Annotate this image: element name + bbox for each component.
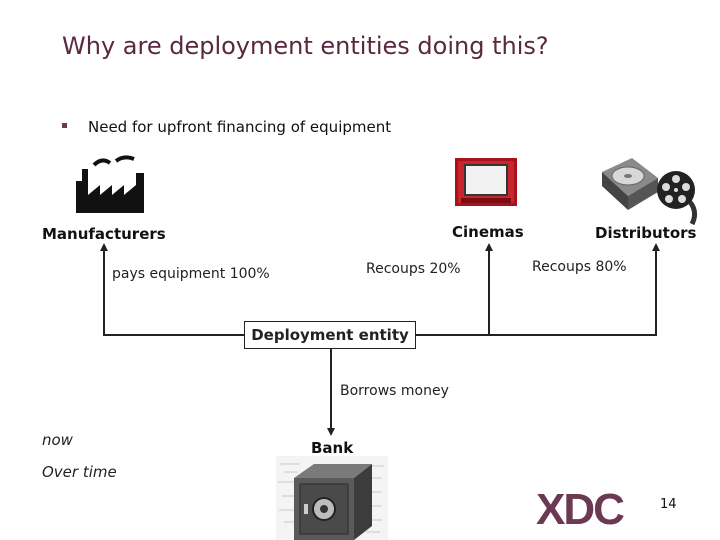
borrows-label: Borrows money [340, 383, 449, 399]
xdc-logo: XDC [536, 486, 626, 528]
distributors-connector-vertical [655, 250, 657, 336]
distributors-connector-horizontal [489, 334, 657, 336]
bullet-marker [62, 123, 67, 128]
manufacturers-arrowhead [100, 243, 108, 251]
xdc-logo-text: XDC [536, 486, 624, 528]
cinemas-arrowhead [485, 243, 493, 251]
bank-label: Bank [311, 439, 354, 457]
now-label: now [42, 431, 73, 449]
bullet-text: Need for upfront financing of equipment [88, 118, 392, 136]
cinema-screen-icon [455, 158, 517, 206]
cinemas-label: Cinemas [452, 223, 524, 241]
recoups-distributors-label: Recoups 80% [532, 259, 627, 275]
bank-arrowhead [327, 428, 335, 436]
slide-title: Why are deployment entities doing this? [62, 32, 549, 60]
manufacturers-label: Manufacturers [42, 225, 166, 243]
page-number: 14 [660, 497, 677, 512]
cinemas-connector-vertical [488, 250, 490, 336]
distributors-label: Distributors [595, 224, 697, 242]
manufacturers-connector-horizontal [103, 334, 244, 336]
hard-drive-icon [602, 158, 658, 210]
bank-connector [330, 349, 332, 429]
factory-icon [76, 155, 144, 213]
pays-equipment-label: pays equipment 100% [112, 266, 270, 282]
distributors-arrowhead [652, 243, 660, 251]
cinemas-connector-horizontal [416, 334, 489, 336]
manufacturers-connector-vertical [103, 250, 105, 335]
deployment-entity-box: Deployment entity [244, 321, 416, 349]
over-time-label: Over time [42, 463, 117, 481]
safe-icon [276, 456, 388, 540]
film-reel-icon [657, 171, 698, 226]
recoups-cinemas-label: Recoups 20% [366, 261, 461, 277]
